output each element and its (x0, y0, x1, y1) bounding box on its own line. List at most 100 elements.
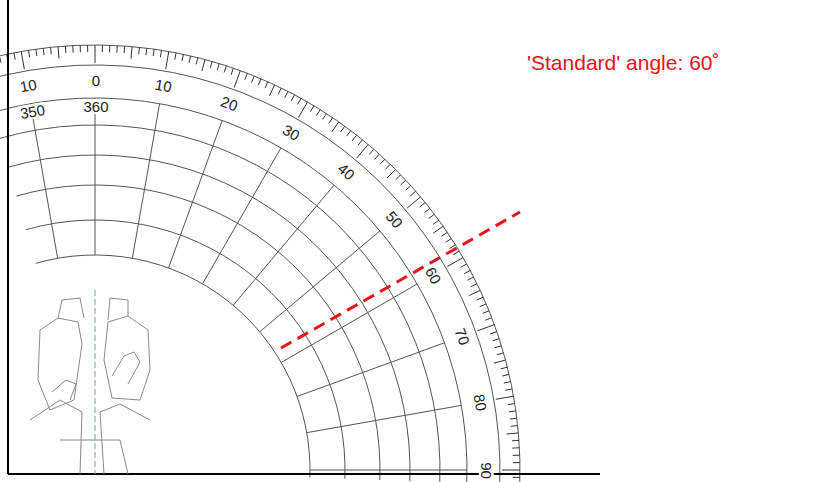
scale-tick (21, 51, 24, 69)
scale-tick (258, 79, 261, 85)
person-figure (30, 290, 150, 474)
grid-radial (169, 120, 223, 268)
axis-line (7, 0, 9, 474)
scale-tick (278, 88, 281, 94)
scale-tick (50, 47, 52, 54)
scale-tick (505, 389, 512, 390)
scale-tick (420, 203, 425, 207)
scale-tick (447, 258, 463, 267)
scale-tick (217, 64, 219, 71)
scale-tick (80, 45, 81, 52)
scale-tick (471, 284, 477, 287)
scale-tick (429, 214, 435, 218)
scale-tick (224, 66, 226, 73)
scale-tick (380, 159, 385, 164)
scale-tick (385, 164, 390, 169)
grid-radial (95, 98, 96, 255)
scale-tick (496, 396, 514, 399)
scale-tick (196, 58, 198, 65)
scale-tick (494, 360, 506, 363)
scale-tick (442, 232, 448, 236)
scale-tick (483, 311, 489, 314)
grid-radial (203, 148, 282, 284)
scale-tick (0, 56, 1, 63)
scale-number: 350 (18, 102, 47, 121)
scale-tick (210, 61, 212, 68)
scale-tick (477, 325, 494, 331)
scale-tick (506, 433, 518, 434)
grid-ring (0, 45, 520, 482)
scale-tick (464, 270, 470, 273)
scale-tick (153, 49, 155, 56)
scale-tick (265, 82, 268, 88)
scale-tick (497, 353, 504, 355)
scale-tick (299, 102, 308, 118)
scale-tick (453, 251, 459, 255)
scale-tick (511, 425, 518, 427)
scale-tick (166, 51, 169, 69)
scale-tick (332, 122, 339, 132)
scale-tick (501, 367, 508, 369)
scale-tick (513, 455, 520, 456)
scale-tick (234, 71, 240, 88)
scale-tick (502, 374, 509, 376)
scale-tick (504, 382, 511, 383)
scale-tick (369, 149, 374, 154)
scale-tick (43, 48, 45, 55)
scale-tick (175, 53, 176, 60)
scale-tick (347, 131, 351, 137)
scale-number: 90 (479, 461, 494, 480)
axis-line (8, 473, 600, 475)
scale-tick (512, 440, 519, 441)
standard-angle-line (281, 212, 520, 348)
scale-tick (508, 404, 515, 405)
scale-tick (310, 106, 314, 112)
scale-tick (510, 418, 517, 420)
scale-tick (433, 220, 439, 224)
scale-tick (490, 332, 497, 334)
scale-tick (72, 46, 73, 53)
scale-tick (182, 54, 183, 61)
scale-number: 60 (423, 263, 445, 287)
scale-tick (513, 477, 520, 478)
grid-radial (281, 284, 417, 363)
scale-tick (477, 297, 483, 300)
scale-tick (352, 135, 356, 141)
grid-ring (0, 98, 467, 482)
grid-ring (0, 125, 440, 482)
scale-number: 70 (452, 325, 472, 348)
scale-tick (424, 208, 430, 212)
grid-radial (307, 405, 462, 432)
scale-tick (252, 76, 255, 82)
scale-tick (14, 53, 15, 60)
scale-number: 20 (218, 93, 241, 113)
scale-tick (231, 68, 233, 75)
scale-tick (396, 175, 401, 180)
scale-number: 40 (335, 159, 359, 183)
scale-tick (509, 410, 516, 412)
scale-tick (513, 462, 520, 463)
scale-tick (189, 56, 191, 63)
scale-number: 80 (471, 392, 489, 413)
scale-tick (446, 239, 452, 243)
scale-tick (406, 186, 411, 191)
scale-tick (58, 47, 59, 59)
scale-tick (245, 73, 248, 80)
scale-tick (469, 290, 480, 295)
scale-tick (65, 46, 66, 53)
scale-tick (124, 46, 125, 53)
scale-tick (387, 169, 395, 177)
scale-tick (480, 304, 486, 307)
grid-ring (26, 220, 345, 479)
scale-tick (401, 180, 406, 185)
grid-ring (16, 185, 380, 480)
grid-radial (297, 343, 445, 397)
scale-tick (410, 191, 415, 196)
scale-tick (160, 50, 161, 57)
scale-tick (202, 59, 205, 71)
grid-radial (260, 231, 380, 332)
scale-tick (145, 48, 147, 55)
grid-ring (8, 155, 410, 481)
scale-tick (131, 47, 132, 59)
